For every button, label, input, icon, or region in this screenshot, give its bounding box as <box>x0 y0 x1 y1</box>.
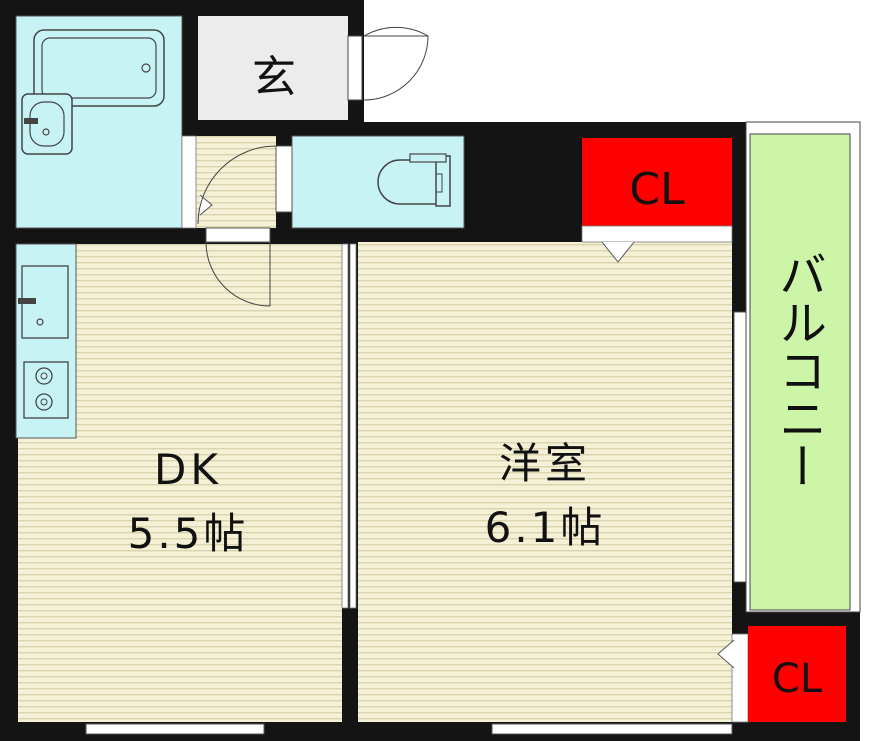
closet-bottom: CL <box>717 626 846 723</box>
balcony: バルコニー <box>745 121 861 613</box>
dk-window-icon <box>85 723 265 735</box>
bathroom <box>15 15 183 229</box>
stove-icon <box>23 361 69 419</box>
closet-top: CL <box>582 138 732 226</box>
western-window-icon <box>491 723 733 735</box>
entrance-label: 玄 <box>252 52 296 103</box>
kitchen-counter <box>15 243 77 439</box>
balcony-door-icon[interactable] <box>733 311 747 583</box>
entrance: 玄 <box>198 16 429 120</box>
sliding-door-icon[interactable] <box>341 243 357 609</box>
closet-bottom-label: CL <box>772 656 823 702</box>
bathtub-icon <box>33 29 165 107</box>
dk-door-icon[interactable] <box>205 227 271 307</box>
corridor <box>181 135 277 229</box>
western-label: 洋室 <box>499 439 591 488</box>
western-size: 6.1帖 <box>485 503 606 552</box>
dk-room: DK 5.5帖 <box>15 227 342 735</box>
entrance-door-icon[interactable] <box>347 26 429 101</box>
washbasin-icon <box>21 93 73 155</box>
dk-label: DK <box>154 445 222 494</box>
western-room: 洋室 6.1帖 <box>358 225 747 735</box>
sink-icon <box>18 265 69 339</box>
closet-top-label: CL <box>629 164 685 215</box>
balcony-label: バルコニー <box>770 250 826 490</box>
dk-size: 5.5帖 <box>128 509 249 558</box>
toilet-icon <box>377 153 451 207</box>
toilet-room <box>275 135 465 229</box>
